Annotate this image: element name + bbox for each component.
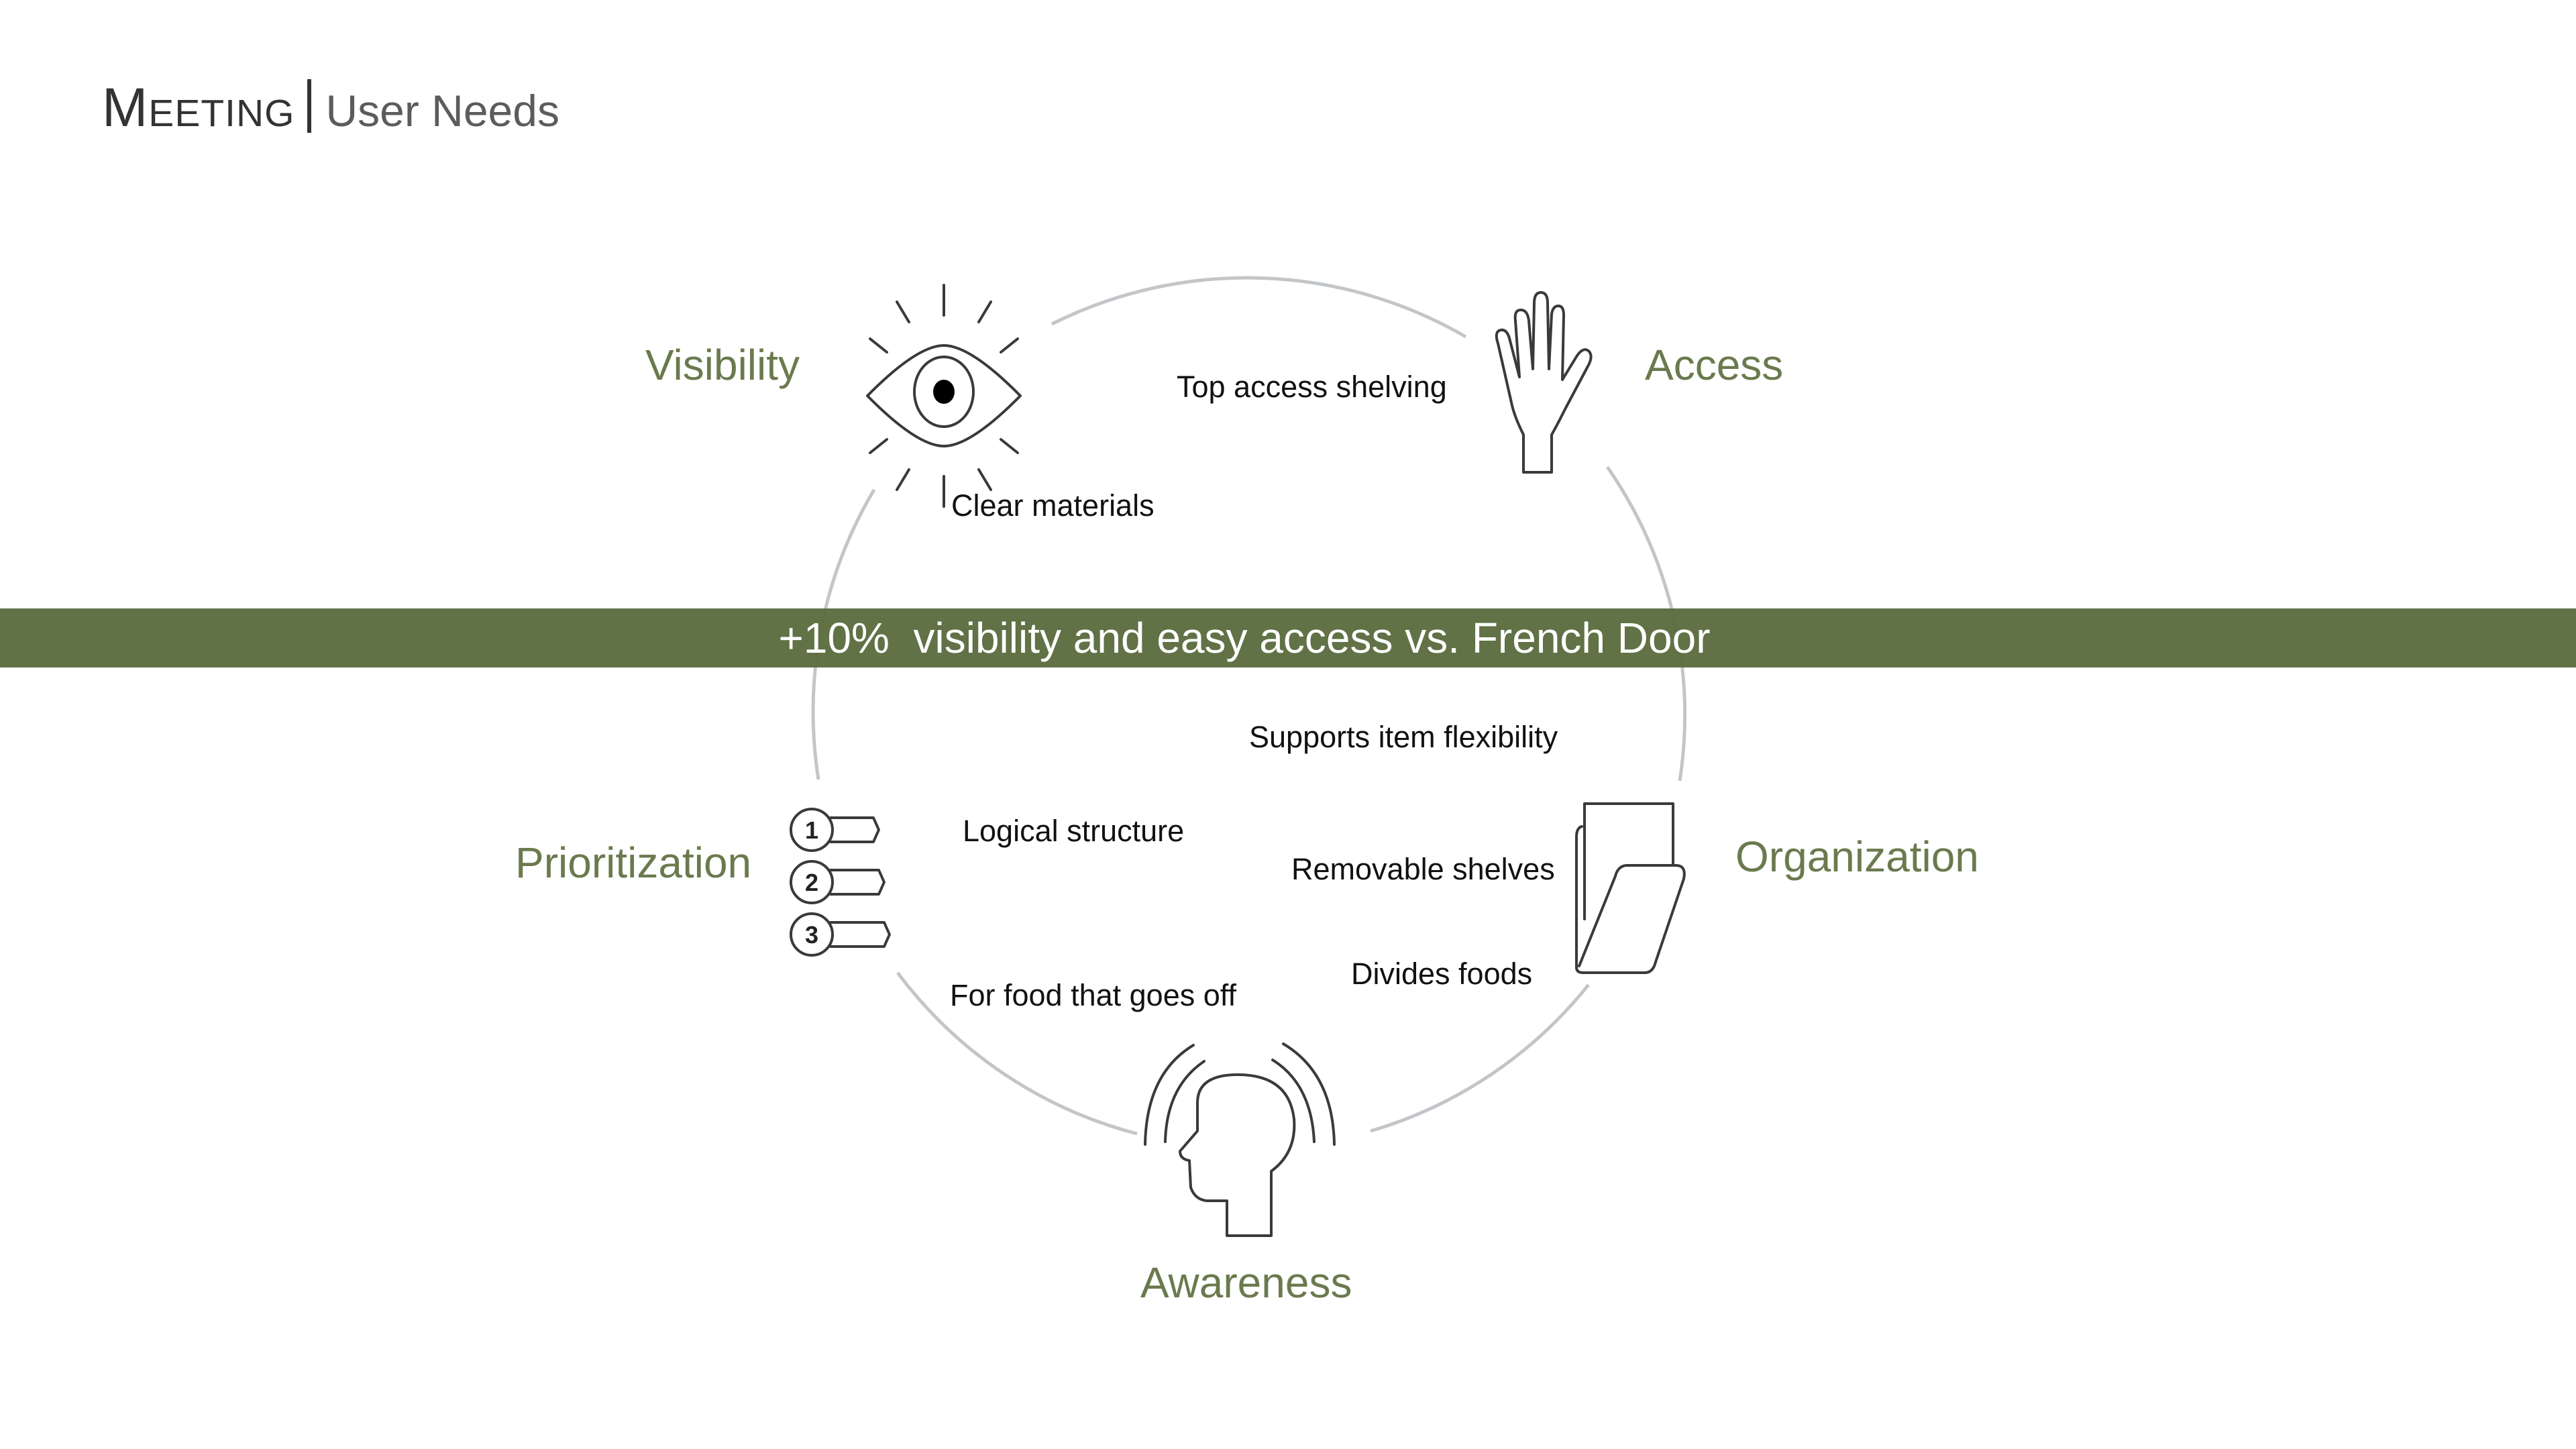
priority-item-3 bbox=[790, 912, 891, 957]
priority-number-1: 1 bbox=[805, 816, 818, 844]
cycle-ring bbox=[811, 276, 1686, 1136]
title-subtitle: User Needs bbox=[325, 86, 559, 136]
head-signal-icon bbox=[1144, 1042, 1336, 1237]
need-label-access: Access bbox=[1645, 341, 1784, 389]
need-label-prioritization: Prioritization bbox=[515, 839, 752, 887]
feature-supports-item-flexibility: Supports item flexibility bbox=[1249, 720, 1558, 754]
need-label-visibility: Visibility bbox=[645, 341, 800, 389]
eye-icon bbox=[866, 284, 1022, 508]
ring-arc-top bbox=[1051, 276, 1467, 339]
hand-icon bbox=[1495, 291, 1593, 474]
title-main: Meeting bbox=[102, 77, 295, 138]
folder-icon bbox=[1575, 802, 1686, 974]
need-label-organization: Organization bbox=[1735, 833, 1979, 881]
priority-number-3: 3 bbox=[805, 921, 818, 949]
feature-for-food-that-goes-off: For food that goes off bbox=[950, 978, 1236, 1012]
feature-divides-foods: Divides foods bbox=[1351, 957, 1533, 991]
ring-arc-lower-right bbox=[1370, 983, 1590, 1133]
need-label-awareness: Awareness bbox=[1140, 1258, 1352, 1307]
slide-title: Meeting User Needs bbox=[102, 72, 559, 140]
title-separator bbox=[307, 79, 311, 133]
comparison-banner-text: +10% visibility and easy access vs. Fren… bbox=[778, 614, 1711, 662]
comparison-banner: +10% visibility and easy access vs. Fren… bbox=[0, 608, 2576, 667]
feature-clear-materials: Clear materials bbox=[951, 488, 1155, 523]
feature-logical-structure: Logical structure bbox=[963, 814, 1185, 848]
ring-arc-bottom-left bbox=[896, 971, 1138, 1136]
feature-top-access-shelving: Top access shelving bbox=[1177, 370, 1447, 404]
priority-item-1 bbox=[790, 808, 880, 852]
priority-number-2: 2 bbox=[805, 869, 818, 896]
priority-item-2 bbox=[790, 860, 885, 904]
feature-removable-shelves: Removable shelves bbox=[1291, 852, 1555, 886]
numbered-list-icon: 1 2 3 bbox=[790, 808, 891, 957]
